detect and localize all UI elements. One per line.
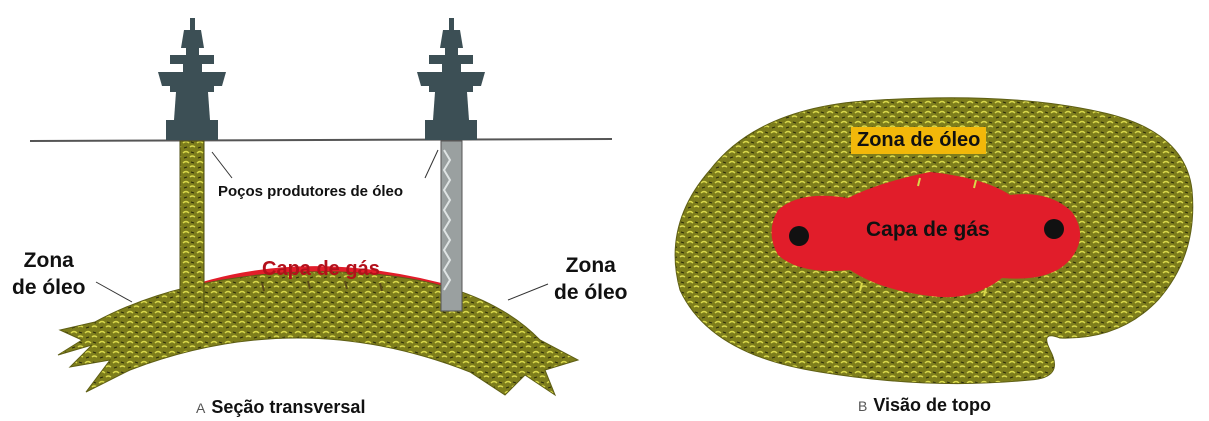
zone-label-right-line2: de óleo (554, 279, 628, 306)
caption-b-letter: B (858, 398, 867, 414)
right-derrick-icon (417, 18, 485, 140)
left-derrick-icon (158, 18, 226, 140)
zone-label-right-line1: Zona (554, 252, 628, 279)
well-dot-right (1044, 219, 1064, 239)
caption-a: A Seção transversal (196, 397, 365, 418)
wells-label: Poços produtores de óleo (215, 182, 406, 201)
zone-right-leader (508, 284, 548, 300)
zone-label-right: Zona de óleo (554, 252, 628, 306)
caption-b: B Visão de topo (858, 395, 991, 416)
gas-cap-label-a: Capa de gás (262, 258, 380, 281)
caption-a-letter: A (196, 400, 205, 416)
cross-section-panel (30, 18, 612, 395)
wells-leader-left (212, 152, 232, 178)
zone-label-left: Zona de óleo (12, 247, 86, 301)
wells-leader-right (425, 150, 438, 178)
left-well-casing (180, 141, 204, 311)
zone-label-left-line1: Zona (12, 247, 86, 274)
well-dot-left (789, 226, 809, 246)
zone-label-left-line2: de óleo (12, 274, 86, 301)
ground-surface-line (30, 139, 612, 141)
caption-b-text: Visão de topo (873, 395, 991, 415)
zone-left-leader (96, 282, 132, 302)
oil-zone-arch (58, 272, 578, 395)
right-well-casing (441, 141, 462, 311)
zone-label-top-view: Zona de óleo (851, 127, 986, 154)
caption-a-text: Seção transversal (211, 397, 365, 417)
gas-cap-label-b: Capa de gás (866, 218, 990, 242)
